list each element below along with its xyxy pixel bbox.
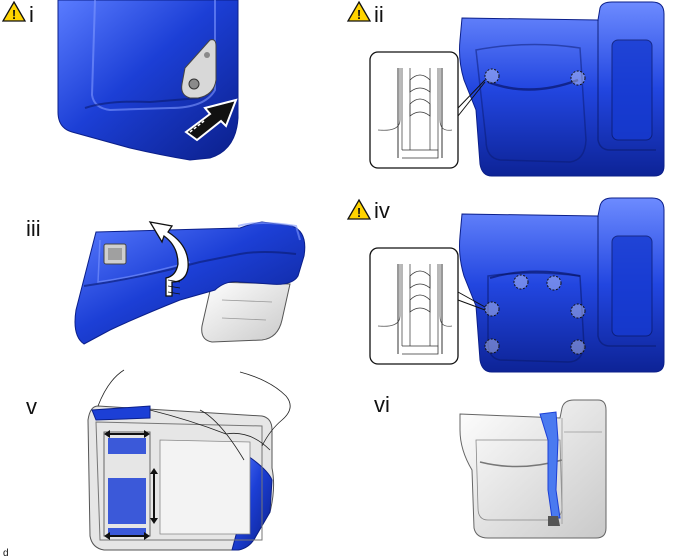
clip-location-marker bbox=[570, 70, 586, 86]
step-v: v bbox=[26, 369, 291, 551]
clip-detail-inset bbox=[369, 247, 486, 365]
seat-cushion-flip-image bbox=[74, 221, 306, 345]
caution-icon: ! bbox=[346, 198, 372, 220]
seat-cushion-corner-image bbox=[57, 0, 239, 161]
clip-location-marker bbox=[484, 68, 500, 84]
svg-text:!: ! bbox=[357, 7, 361, 22]
step-vi: vi bbox=[374, 392, 607, 539]
step-label-iv: iv bbox=[374, 198, 390, 223]
seat-frame-cover-image bbox=[87, 369, 291, 551]
slide-arrow-icon bbox=[104, 430, 158, 540]
step-iv: ! iv bbox=[346, 197, 665, 373]
seat-back-rear-image bbox=[459, 197, 665, 373]
clip-location-marker bbox=[570, 303, 586, 319]
step-label-ii: ii bbox=[374, 2, 384, 27]
clip-location-marker bbox=[513, 274, 529, 290]
caution-icon: ! bbox=[1, 0, 27, 22]
step-iii: iii bbox=[26, 216, 306, 345]
clip-location-marker bbox=[484, 301, 500, 317]
step-label-iii: iii bbox=[26, 216, 41, 241]
clip-location-marker bbox=[570, 339, 586, 355]
svg-text:!: ! bbox=[12, 7, 16, 22]
clip-location-marker bbox=[484, 338, 500, 354]
step-label-vi: vi bbox=[374, 392, 390, 417]
svg-text:!: ! bbox=[357, 205, 361, 220]
seat-back-white-image bbox=[459, 399, 607, 539]
step-label-v: v bbox=[26, 394, 37, 419]
hook-bracket-icon bbox=[181, 39, 217, 99]
step-ii: ! ii bbox=[346, 0, 665, 177]
step-label-i: i bbox=[29, 2, 34, 27]
rotate-arrow-icon bbox=[148, 221, 189, 297]
caution-icon: ! bbox=[346, 0, 372, 22]
clip-detail-inset bbox=[369, 51, 486, 169]
clip-location-marker bbox=[546, 275, 562, 291]
seat-back-rear-image bbox=[459, 1, 665, 177]
step-i: ! i bbox=[1, 0, 239, 161]
seat-belt-strap bbox=[539, 411, 561, 526]
push-arrow-icon bbox=[184, 98, 238, 142]
figure-code: d bbox=[3, 548, 9, 559]
